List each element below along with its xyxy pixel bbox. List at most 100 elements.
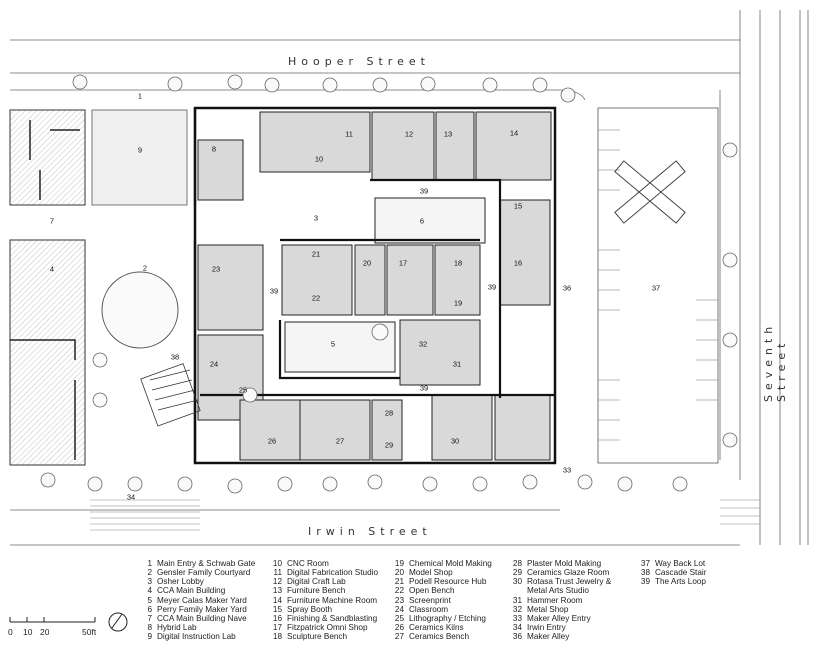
room-number: 8 [211, 144, 217, 154]
entry-grove [91, 109, 188, 206]
room-number: 26 [267, 436, 277, 446]
room-number: 10 [314, 154, 324, 164]
room-number: 3 [313, 213, 319, 223]
room-number: 19 [453, 298, 463, 308]
room-number: 37 [651, 283, 661, 293]
room-number: 13 [443, 129, 453, 139]
room-number: 27 [335, 436, 345, 446]
room-number: 38 [170, 352, 180, 362]
room-number: 28 [384, 408, 394, 418]
room-number: 1 [137, 91, 143, 101]
room-number: 39 [269, 286, 279, 296]
room-number: 15 [513, 201, 523, 211]
street-trees [40, 74, 738, 494]
room-number: 39 [419, 383, 429, 393]
room-number: 5 [330, 339, 336, 349]
room-number: 14 [509, 128, 519, 138]
room-number: 32 [418, 339, 428, 349]
room-number: 21 [311, 249, 321, 259]
cca-main-building-north [9, 109, 86, 206]
courtyard-tree [101, 271, 179, 349]
legend-item: Metal Arts Studio [527, 586, 589, 596]
room-number: 9 [137, 145, 143, 155]
street-label-north: Hooper Street [288, 55, 430, 68]
room-number: 23 [211, 264, 221, 274]
room-number: 22 [311, 293, 321, 303]
cca-main-building [9, 239, 86, 466]
crosswalk [90, 499, 760, 531]
room-number: 11 [345, 129, 353, 139]
parking-stalls [598, 129, 718, 441]
scale-tick-label: 20 [40, 627, 50, 637]
way-back-lot [597, 107, 719, 464]
cascade-stair [140, 363, 201, 427]
street-label-east: Seventh Street [762, 321, 788, 402]
rooms [197, 111, 552, 461]
scale-bar [9, 617, 96, 623]
room-number: 25 [238, 385, 248, 395]
room-number: 34 [126, 492, 136, 502]
street-label-south: Irwin Street [308, 525, 432, 538]
room-number: 18 [453, 258, 463, 268]
room-number: 17 [398, 258, 408, 268]
room-number: 36 [562, 283, 572, 293]
room-number: 31 [452, 359, 462, 369]
room-number: 6 [419, 216, 425, 226]
cross-structure [614, 160, 686, 224]
scale-tick-label: 50ft [82, 627, 97, 637]
room-number: 20 [362, 258, 372, 268]
room-number: 39 [419, 186, 429, 196]
room-number: 30 [450, 436, 460, 446]
room-number: 4 [49, 264, 55, 274]
room-number: 33 [562, 465, 572, 475]
scale-tick-label: 10 [23, 627, 33, 637]
room-number: 12 [404, 129, 414, 139]
scale-tick-label: 0 [8, 627, 13, 637]
room-number: 39 [487, 282, 497, 292]
room-number: 29 [384, 440, 394, 450]
room-number: 7 [49, 216, 55, 226]
room-number: 16 [513, 258, 523, 268]
